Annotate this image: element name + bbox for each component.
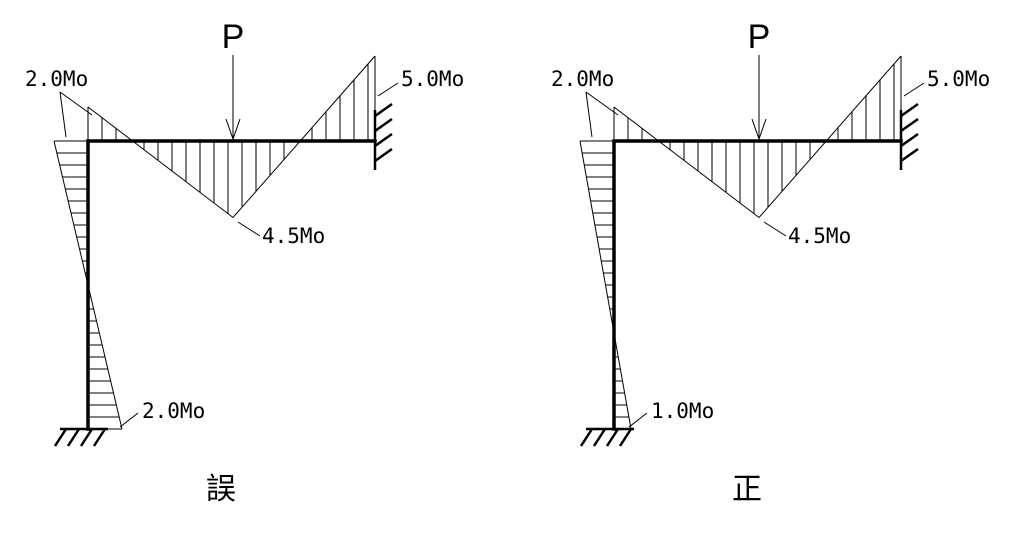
- load-label-p: P: [748, 18, 771, 56]
- diagram-correct: P 2.0Mo 5.0Mo 4.5Mo 1.0Mo 正: [551, 18, 990, 507]
- caption-wrong: 誤: [206, 472, 236, 507]
- right-support-hatch: [900, 102, 919, 118]
- label-midspan: 4.5Mo: [788, 224, 851, 248]
- base-support-hatch: [66, 428, 81, 447]
- caption-correct: 正: [732, 472, 762, 507]
- leader-midspan: [763, 221, 787, 237]
- base-support-hatch: [79, 428, 94, 447]
- base-support-hatch: [605, 428, 620, 447]
- label-column-base: 2.0Mo: [142, 399, 205, 423]
- right-support-hatch: [900, 132, 919, 148]
- leader-left-top-column: [585, 91, 593, 138]
- base-support-hatch: [53, 428, 68, 447]
- leader-left-top-column: [59, 91, 67, 138]
- diagram-wrong: P 2.0Mo 5.0Mo 4.5Mo 2.0Mo 誤: [25, 18, 464, 507]
- leader-left-top-beam: [59, 91, 93, 116]
- label-right-top: 5.0Mo: [401, 67, 464, 91]
- label-right-top: 5.0Mo: [927, 67, 990, 91]
- beam-moment-outline: [613, 55, 902, 219]
- right-support-hatch: [900, 117, 919, 133]
- column-moment-outline: [579, 140, 632, 430]
- right-support-hatch: [374, 132, 393, 148]
- base-support-hatch: [579, 428, 594, 447]
- leader-column-base: [628, 412, 648, 428]
- leader-midspan: [237, 221, 261, 237]
- right-support-hatch: [900, 147, 919, 163]
- leader-column-base: [119, 412, 139, 428]
- right-support-hatch: [374, 102, 393, 118]
- leader-right-top: [903, 82, 925, 97]
- base-support-hatch: [592, 428, 607, 447]
- load-arrow-head: [751, 118, 767, 141]
- right-support-hatch: [374, 117, 393, 133]
- base-support-hatch: [618, 428, 633, 447]
- load-arrow-head: [225, 118, 241, 141]
- label-midspan: 4.5Mo: [262, 224, 325, 248]
- leader-left-top-beam: [585, 91, 619, 116]
- right-support-hatch: [374, 147, 393, 163]
- frame-member: [86, 139, 377, 431]
- leader-right-top: [377, 82, 399, 97]
- label-left-top: 2.0Mo: [25, 67, 88, 91]
- base-support-hatch: [92, 428, 107, 447]
- label-left-top: 2.0Mo: [551, 67, 614, 91]
- load-label-p: P: [222, 18, 245, 56]
- beam-moment-outline: [87, 55, 376, 219]
- frame-member: [612, 139, 903, 431]
- label-column-base: 1.0Mo: [651, 399, 714, 423]
